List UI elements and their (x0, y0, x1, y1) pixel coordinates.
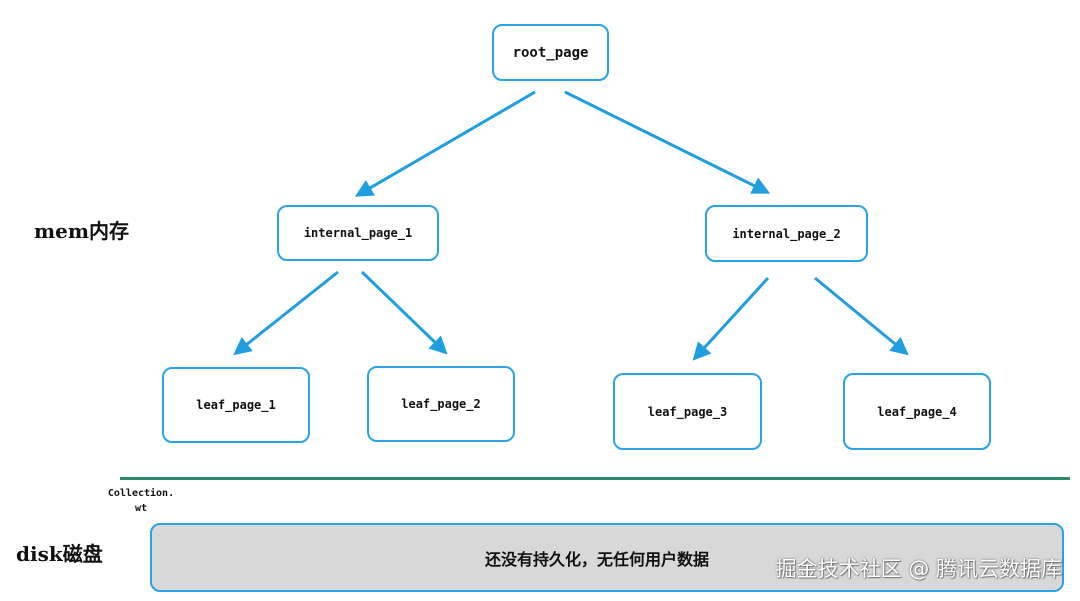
leaf-page-3-label: leaf_page_3 (647, 404, 728, 419)
leaf-page-4-label: leaf_page_4 (877, 404, 957, 419)
collection-file-name: Collection. wt (104, 486, 178, 516)
internal-page-1-label: internal_page_1 (303, 226, 413, 240)
watermark: 掘金技术社区 @ 腾讯云数据库 (775, 557, 1062, 581)
disk-status-text: 还没有持久化，无任何用户数据 (484, 549, 709, 569)
memory-disk-divider (120, 477, 1070, 480)
internal-page-2-label: internal_page_2 (732, 226, 841, 241)
leaf-page-1-node: leaf_page_1 (162, 367, 310, 443)
internal-page-2-node: internal_page_2 (705, 205, 868, 262)
root-page-node: root_page (492, 24, 609, 81)
internal-page-1-node: internal_page_1 (277, 205, 439, 261)
memory-section-label: mem内存 (34, 219, 130, 243)
leaf-page-4-node: leaf_page_4 (843, 373, 991, 450)
disk-section-label: disk磁盘 (16, 542, 103, 566)
root-page-label: root_page (512, 44, 589, 61)
edge-internal2-leaf4 (814, 276, 909, 356)
leaf-page-2-node: leaf_page_2 (367, 366, 515, 442)
leaf-page-1-label: leaf_page_1 (196, 398, 276, 412)
collection-file-name-line1: Collection. (107, 488, 175, 499)
collection-file-name-line2: wt (134, 503, 148, 514)
edge-root-internal1 (354, 90, 536, 197)
edge-internal1-leaf2 (360, 270, 448, 355)
edge-root-internal2 (564, 90, 771, 194)
edge-internal1-leaf1 (233, 270, 339, 356)
disk-storage-box: 还没有持久化，无任何用户数据 (150, 523, 1064, 592)
leaf-page-2-label: leaf_page_2 (401, 397, 481, 411)
edge-internal2-leaf3 (692, 276, 770, 361)
leaf-page-3-node: leaf_page_3 (613, 373, 762, 450)
